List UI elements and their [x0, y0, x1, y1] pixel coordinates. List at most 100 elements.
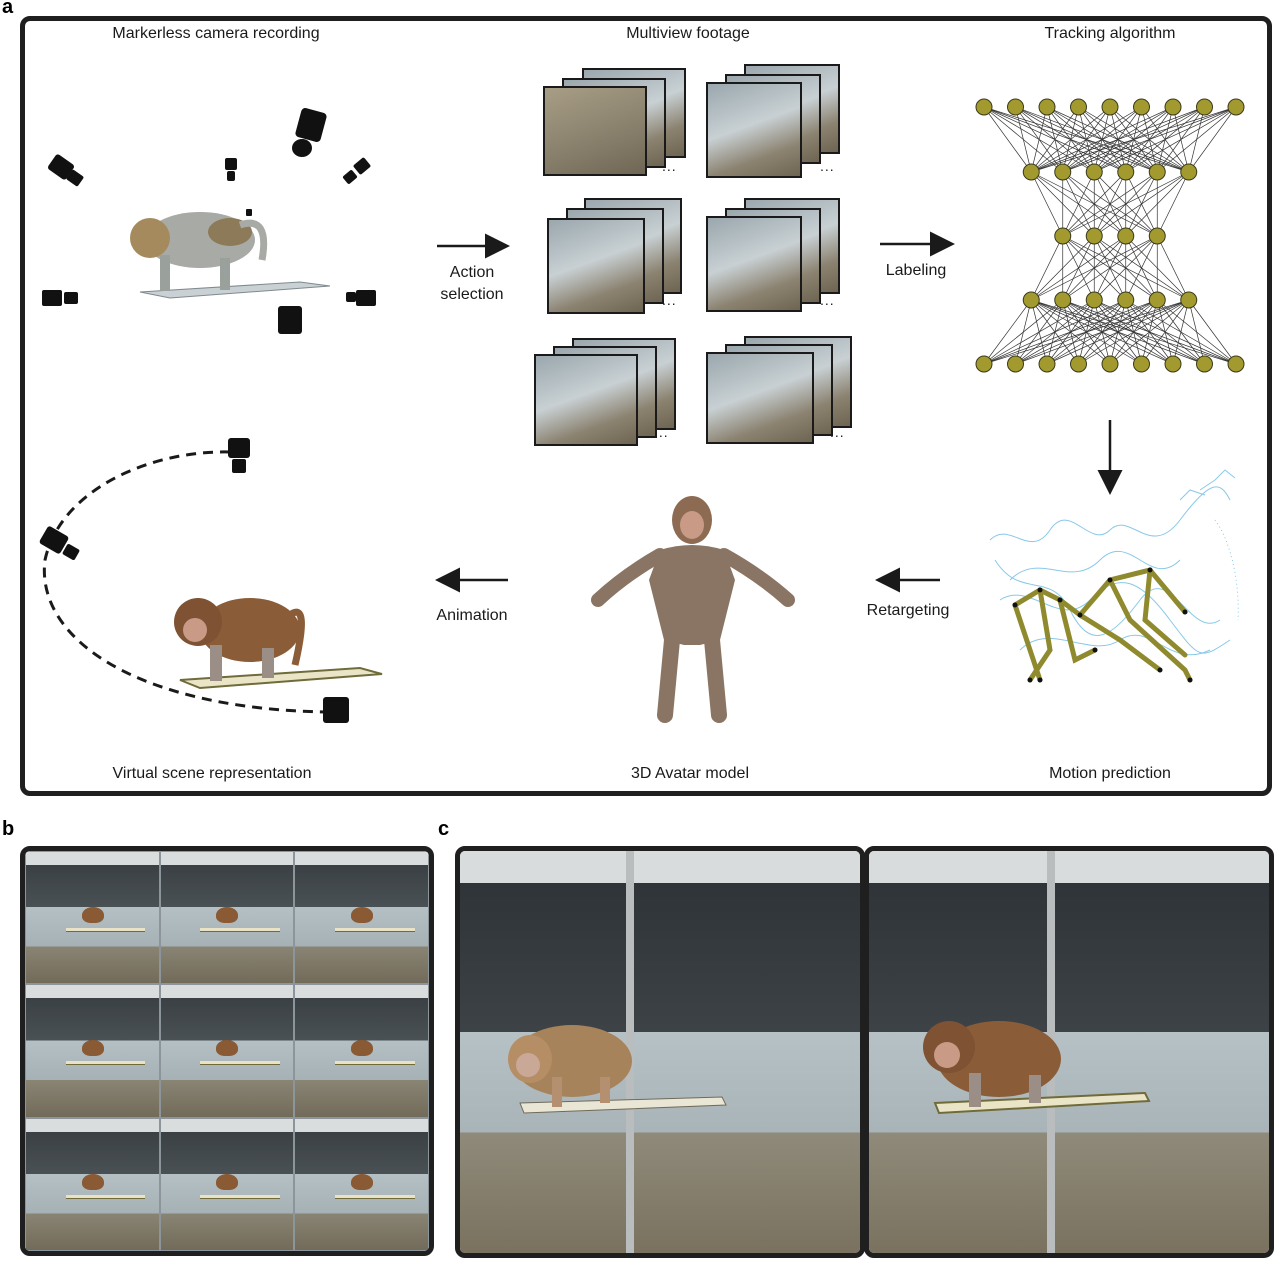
mini-platform: [335, 1061, 415, 1066]
network-node: [975, 98, 993, 116]
panel-letter-a: a: [2, 0, 14, 18]
network-node: [1054, 163, 1072, 181]
network-node: [1101, 98, 1119, 116]
mini-monkey: [81, 907, 104, 924]
network-edge: [983, 299, 1158, 365]
panel-letter-b: b: [2, 818, 15, 840]
network-edge: [1141, 299, 1190, 365]
panel-a-frame: [20, 16, 1272, 796]
ellipsis: ...: [820, 292, 835, 308]
mini-platform: [335, 1194, 415, 1199]
mini-platform: [335, 928, 415, 933]
footage-thumb: [534, 354, 638, 446]
render-cell: [25, 1117, 160, 1251]
network-node: [1164, 355, 1182, 373]
network-edge: [1125, 106, 1237, 173]
network-node: [1196, 355, 1213, 373]
camera-icon: [39, 526, 69, 554]
network-edge: [1094, 171, 1189, 237]
mini-monkey: [351, 1173, 374, 1190]
platform: [139, 281, 331, 299]
skeleton-joints: [1012, 567, 1193, 683]
camera-icon: [278, 306, 302, 334]
footage-thumb: [706, 216, 802, 312]
mini-monkey: [351, 1040, 374, 1057]
camera-icon: [42, 290, 62, 306]
network-node: [1070, 98, 1087, 116]
footage-thumb: [543, 86, 647, 176]
render-cell: [159, 1117, 295, 1251]
render-cell: [294, 851, 429, 985]
mini-platform: [200, 928, 281, 933]
mini-monkey: [216, 907, 239, 924]
network-edge: [983, 299, 1126, 365]
mini-platform: [65, 1061, 146, 1066]
network-node: [1038, 98, 1056, 116]
network-edge: [1109, 299, 1189, 365]
camera-icon: [66, 169, 84, 187]
network-edge: [1031, 235, 1126, 301]
virtual-cameras: [39, 438, 349, 723]
network-edge: [983, 299, 1095, 365]
network-edge: [983, 299, 1189, 365]
network-edge: [1062, 171, 1095, 237]
panel-letter-c: c: [438, 818, 450, 840]
network-node: [1070, 355, 1087, 373]
network-edge: [1030, 171, 1064, 237]
network-node: [1054, 227, 1072, 245]
label-action-line1: Action: [449, 264, 495, 281]
network-node: [1007, 98, 1024, 116]
network-node: [1117, 163, 1135, 181]
network-edge: [1125, 235, 1158, 301]
network-node: [1180, 291, 1198, 309]
network-edge: [1094, 106, 1237, 173]
camera-icon: [292, 139, 312, 157]
monkey-model: [130, 212, 268, 291]
ellipsis: ...: [830, 424, 845, 440]
network-node: [1148, 291, 1166, 309]
network-edge: [1172, 299, 1190, 365]
network-edge: [1015, 106, 1032, 173]
camera-icon: [227, 171, 235, 181]
camera-icon: [232, 459, 246, 473]
network-node: [1101, 355, 1119, 373]
network-node: [1007, 355, 1024, 373]
camera-icon: [62, 544, 80, 560]
network-edge: [1031, 106, 1142, 173]
avatar-figure: [591, 496, 795, 723]
caption-markerless-recording: Markerless camera recording: [112, 25, 320, 42]
network-node: [1085, 163, 1103, 181]
mini-monkey: [81, 1040, 104, 1057]
camera-path: [42, 450, 331, 714]
render-cell: [294, 1117, 429, 1251]
panel-a-graphics: [39, 98, 1245, 723]
render-cell: [159, 851, 295, 985]
label-animation: Animation: [436, 607, 508, 624]
caption-virtual-scene: Virtual scene representation: [112, 765, 312, 782]
network-edge: [1188, 106, 1237, 173]
network-node: [1133, 98, 1150, 116]
network-edge: [983, 106, 1032, 173]
network-edge: [1062, 235, 1158, 301]
network-edge: [1062, 106, 1237, 173]
network-node: [1054, 291, 1072, 309]
label-retargeting: Retargeting: [866, 602, 950, 619]
ellipsis: ...: [820, 158, 835, 174]
network-edge: [1030, 235, 1064, 301]
camera-icon: [64, 292, 78, 304]
network-edge: [1062, 171, 1126, 237]
network-node: [975, 355, 993, 373]
caption-motion-prediction: Motion prediction: [1049, 765, 1171, 782]
label-action-line2: selection: [440, 286, 504, 303]
network-node: [1196, 98, 1213, 116]
footage-thumb: [547, 218, 645, 314]
camera-icon: [353, 157, 371, 175]
network-edge: [1188, 299, 1237, 365]
camera-icon: [48, 154, 74, 180]
footage-thumb: [706, 82, 802, 178]
render-cell: [159, 984, 295, 1118]
network-edge: [1031, 235, 1158, 301]
network-edge: [1030, 106, 1079, 173]
network-edge: [1078, 299, 1189, 365]
mini-platform: [65, 1194, 146, 1199]
